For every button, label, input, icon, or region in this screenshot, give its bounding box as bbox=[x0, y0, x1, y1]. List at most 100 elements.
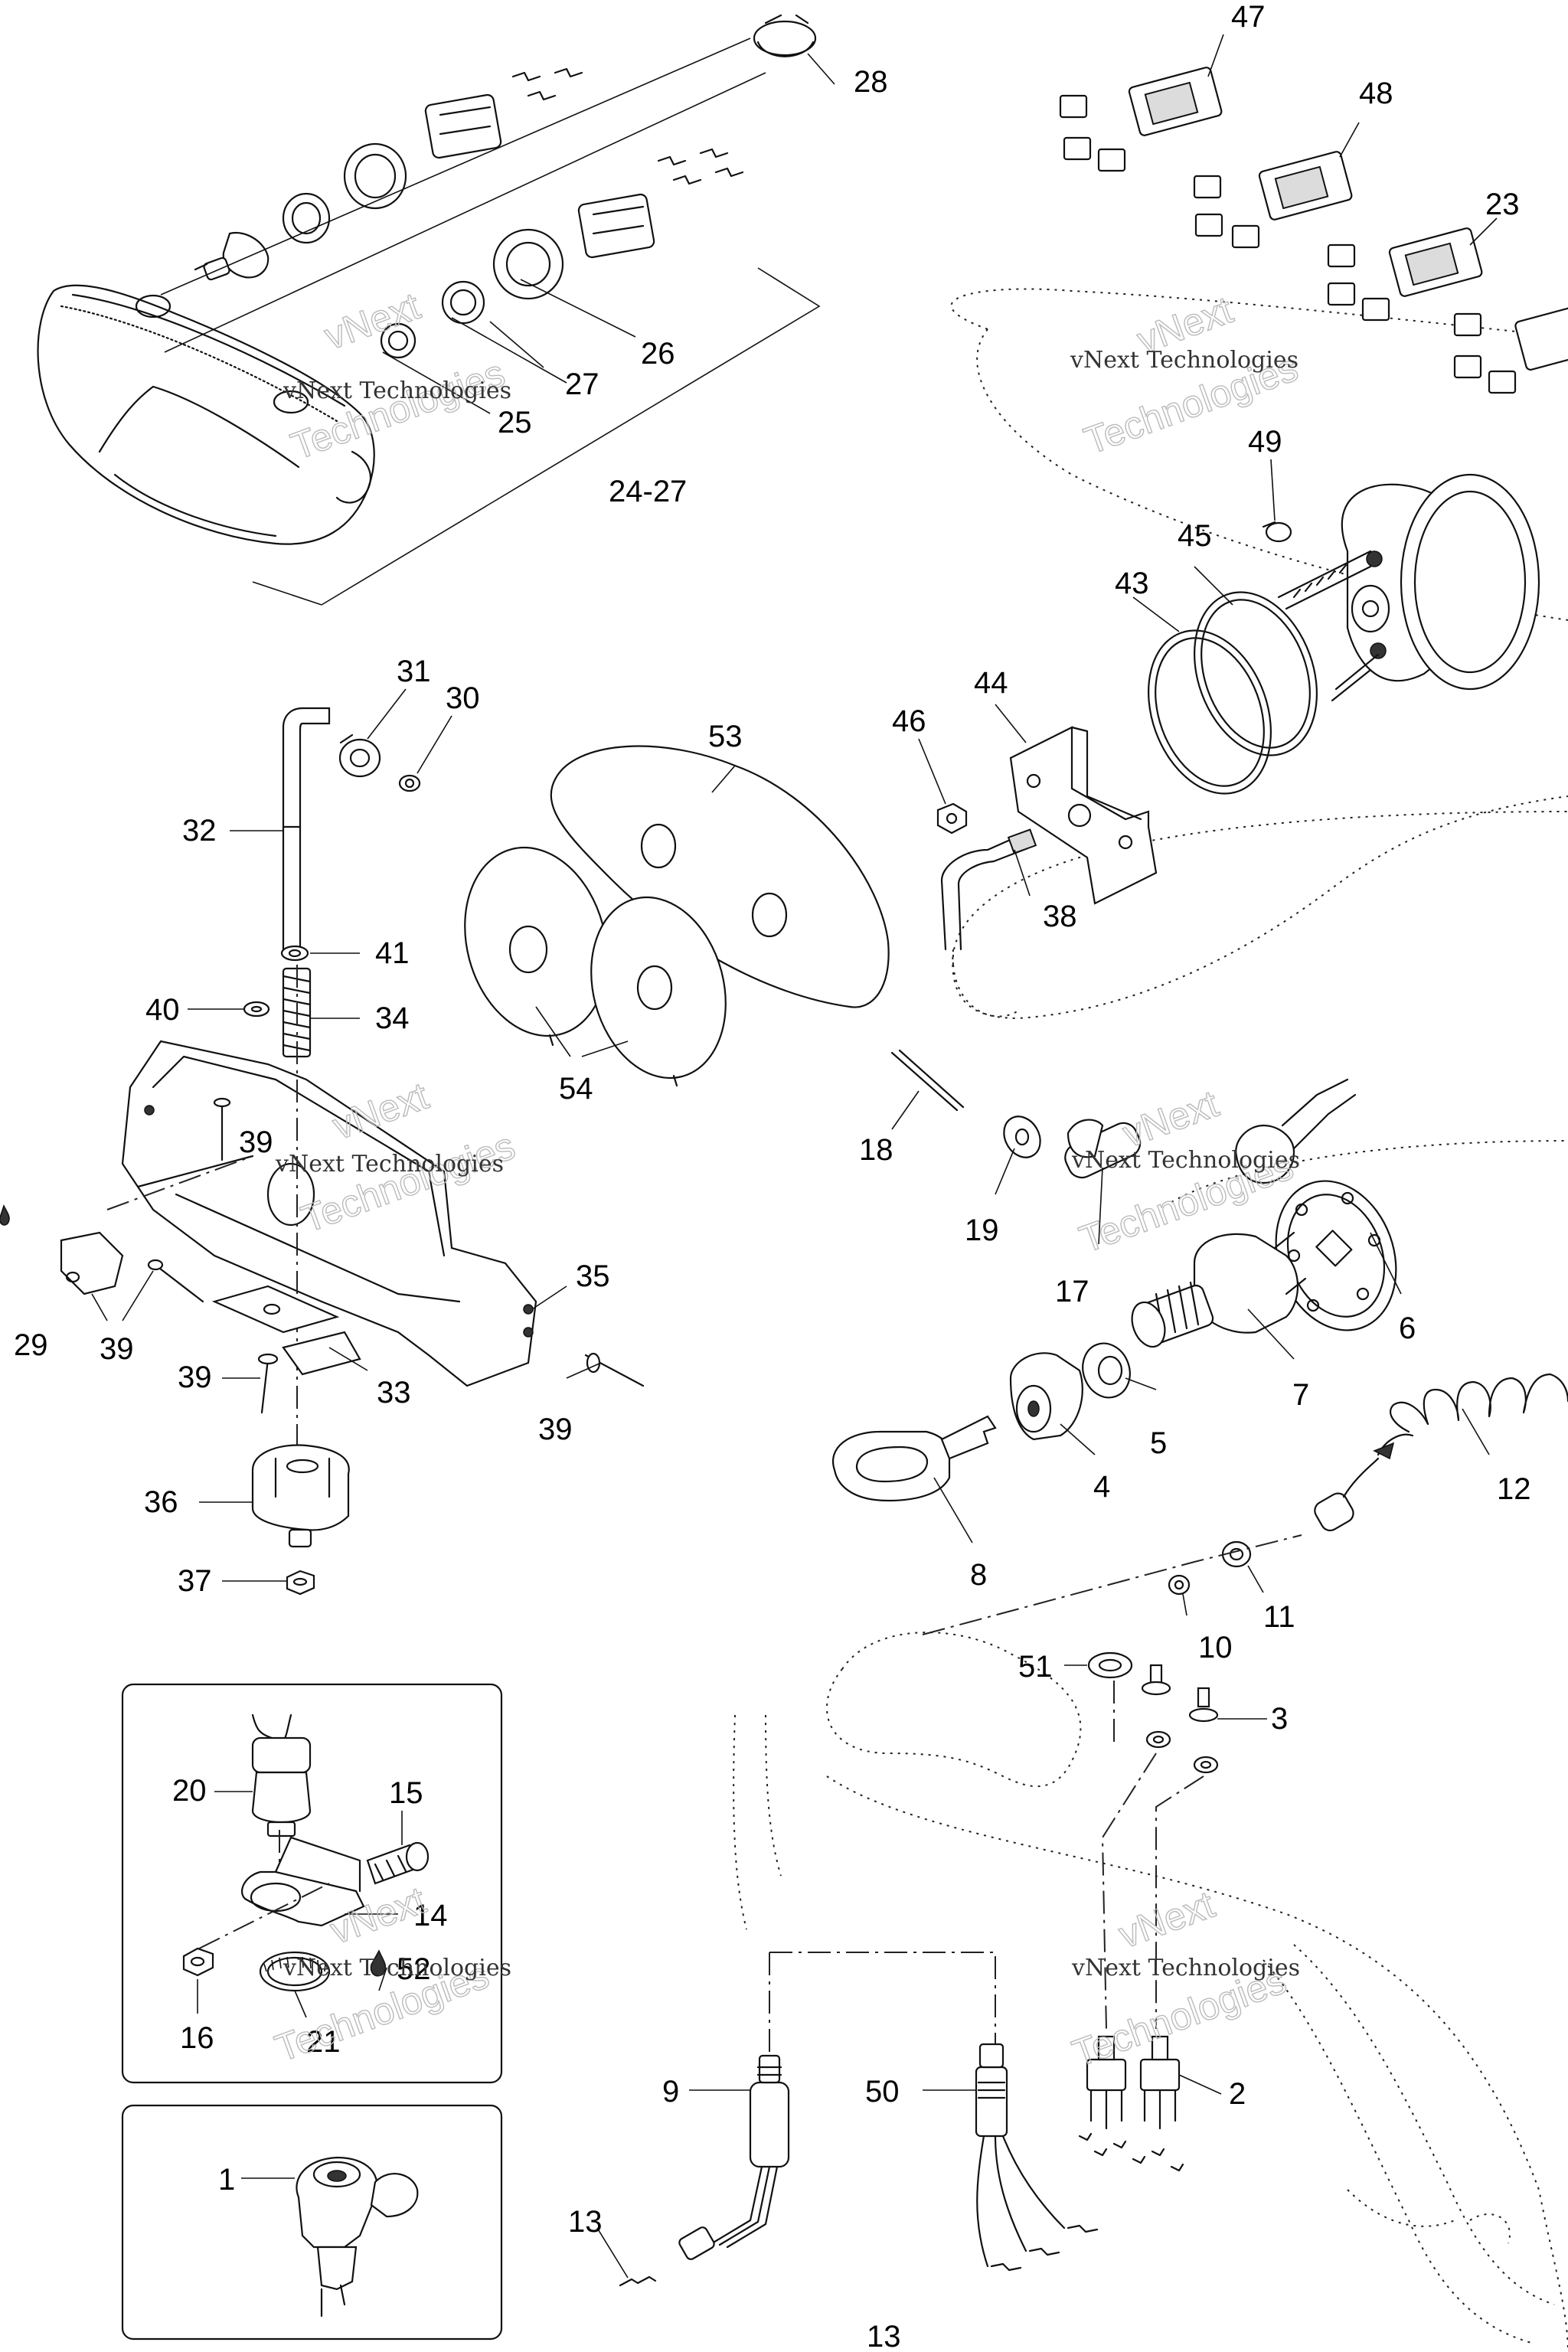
nut-37 bbox=[286, 1570, 315, 1596]
callout-13-a: 13 bbox=[568, 2205, 603, 2239]
callout-39-b: 39 bbox=[100, 1332, 134, 1366]
callout-39-a: 39 bbox=[239, 1125, 273, 1159]
callout-14: 14 bbox=[413, 1899, 448, 1932]
callout-27: 27 bbox=[565, 368, 599, 401]
callout-45: 45 bbox=[1178, 519, 1212, 553]
inset-axis bbox=[198, 1830, 330, 1949]
disc-54b bbox=[590, 896, 727, 1087]
callout-46: 46 bbox=[892, 704, 926, 738]
callout-16: 16 bbox=[180, 2021, 214, 2055]
callout-9: 9 bbox=[662, 2075, 679, 2109]
callout-6: 6 bbox=[1399, 1312, 1416, 1345]
plate-53 bbox=[550, 745, 890, 1008]
connector-block-lower bbox=[577, 148, 744, 259]
switch-23 bbox=[1327, 227, 1483, 322]
coil-cord-12 bbox=[1314, 1373, 1568, 1532]
washer-19 bbox=[1003, 1116, 1041, 1158]
hull-outline-lower bbox=[733, 1632, 1568, 2352]
fuse-holder-17 bbox=[1064, 1119, 1142, 1179]
drop-icon-52 bbox=[370, 1949, 387, 1977]
nut-46 bbox=[936, 802, 968, 835]
bracket-44 bbox=[1009, 726, 1158, 905]
callout-39-d: 39 bbox=[538, 1413, 573, 1446]
callout-39-c: 39 bbox=[178, 1361, 212, 1394]
callout-33: 33 bbox=[377, 1376, 411, 1410]
callout-51: 51 bbox=[1018, 1650, 1053, 1684]
sensor-50 bbox=[975, 2043, 1099, 2272]
rivet-39c bbox=[257, 1353, 279, 1414]
callout-32: 32 bbox=[182, 814, 217, 848]
watermark-text-1: vNext Technologies bbox=[283, 377, 511, 404]
callout-17: 17 bbox=[1055, 1275, 1089, 1308]
callout-28: 28 bbox=[854, 65, 888, 99]
cable-38 bbox=[940, 795, 1568, 1020]
rivet-39b bbox=[147, 1259, 204, 1303]
callout-26: 26 bbox=[641, 337, 675, 371]
watermark-text-3: vNext Technologies bbox=[275, 1151, 504, 1178]
callout-10: 10 bbox=[1198, 1631, 1233, 1664]
washer-40 bbox=[243, 1001, 270, 1018]
sensor-9 bbox=[678, 2054, 790, 2260]
callout-40: 40 bbox=[145, 993, 180, 1027]
washer-41 bbox=[280, 945, 309, 962]
hull-outline-upper bbox=[950, 288, 1568, 1203]
ring-21 bbox=[259, 1951, 331, 1992]
callout-49: 49 bbox=[1248, 425, 1282, 459]
callout-12: 12 bbox=[1497, 1472, 1531, 1506]
watermark-text-4: vNext Technologies bbox=[1071, 1147, 1300, 1174]
switch-routing bbox=[769, 1681, 1204, 2052]
key-8 bbox=[832, 1415, 997, 1502]
callout-21: 21 bbox=[306, 2025, 341, 2059]
switch-3b bbox=[1188, 1687, 1219, 1774]
callout-7: 7 bbox=[1292, 1378, 1309, 1412]
leader-lines bbox=[91, 34, 1498, 2278]
rivet-39d bbox=[584, 1352, 645, 1387]
bracket-35 bbox=[106, 965, 537, 1470]
watermark-text-2: vNext Technologies bbox=[1070, 347, 1298, 374]
watermark-vnext-4: vNext bbox=[1117, 1082, 1223, 1155]
callout-13-b: 13 bbox=[867, 2320, 901, 2352]
callout-54: 54 bbox=[559, 1072, 593, 1106]
rivet-39a bbox=[213, 1097, 231, 1161]
callout-35: 35 bbox=[576, 1259, 610, 1293]
retaining-clip bbox=[753, 14, 817, 57]
callout-1: 1 bbox=[218, 2163, 235, 2197]
callout-53: 53 bbox=[708, 720, 743, 753]
screw-15 bbox=[366, 1841, 430, 1885]
bulb-49 bbox=[1262, 521, 1292, 543]
callout-38: 38 bbox=[1043, 900, 1077, 933]
lanyard-path bbox=[922, 1534, 1302, 1635]
callout-18: 18 bbox=[859, 1133, 893, 1167]
switch-48 bbox=[1193, 151, 1353, 249]
knob-36 bbox=[251, 1444, 350, 1548]
callout-36: 36 bbox=[144, 1485, 178, 1519]
callout-29: 29 bbox=[14, 1328, 48, 1362]
callout-37: 37 bbox=[178, 1564, 212, 1598]
callout-34: 34 bbox=[375, 1001, 410, 1035]
nut-30 bbox=[398, 774, 421, 792]
sender-20 bbox=[251, 1713, 312, 1838]
callout-43: 43 bbox=[1115, 567, 1149, 600]
switch-partial bbox=[1453, 306, 1568, 394]
plate-33 bbox=[211, 1285, 361, 1376]
gauge-assembly bbox=[1277, 473, 1540, 702]
grommet-31 bbox=[338, 733, 381, 778]
callout-4: 4 bbox=[1093, 1470, 1110, 1504]
disc-54a bbox=[464, 846, 608, 1047]
watermark-vnext-6: vNext bbox=[1113, 1883, 1220, 1956]
stem-18 bbox=[890, 1049, 965, 1112]
callout-8: 8 bbox=[970, 1558, 987, 1592]
watermark-text-6: vNext Technologies bbox=[1071, 1955, 1300, 1981]
callout-3: 3 bbox=[1271, 1702, 1288, 1736]
callout-25: 25 bbox=[498, 406, 532, 439]
bushing-10 bbox=[1168, 1574, 1191, 1596]
callout-50: 50 bbox=[865, 2075, 900, 2109]
callout-52: 52 bbox=[397, 1952, 431, 1986]
callout-5: 5 bbox=[1150, 1426, 1167, 1460]
callout-19: 19 bbox=[965, 1214, 999, 1247]
terminal-13a bbox=[619, 2275, 657, 2287]
switch-3a bbox=[1141, 1664, 1171, 1749]
callout-47: 47 bbox=[1231, 0, 1266, 34]
switch-47 bbox=[1059, 67, 1223, 172]
